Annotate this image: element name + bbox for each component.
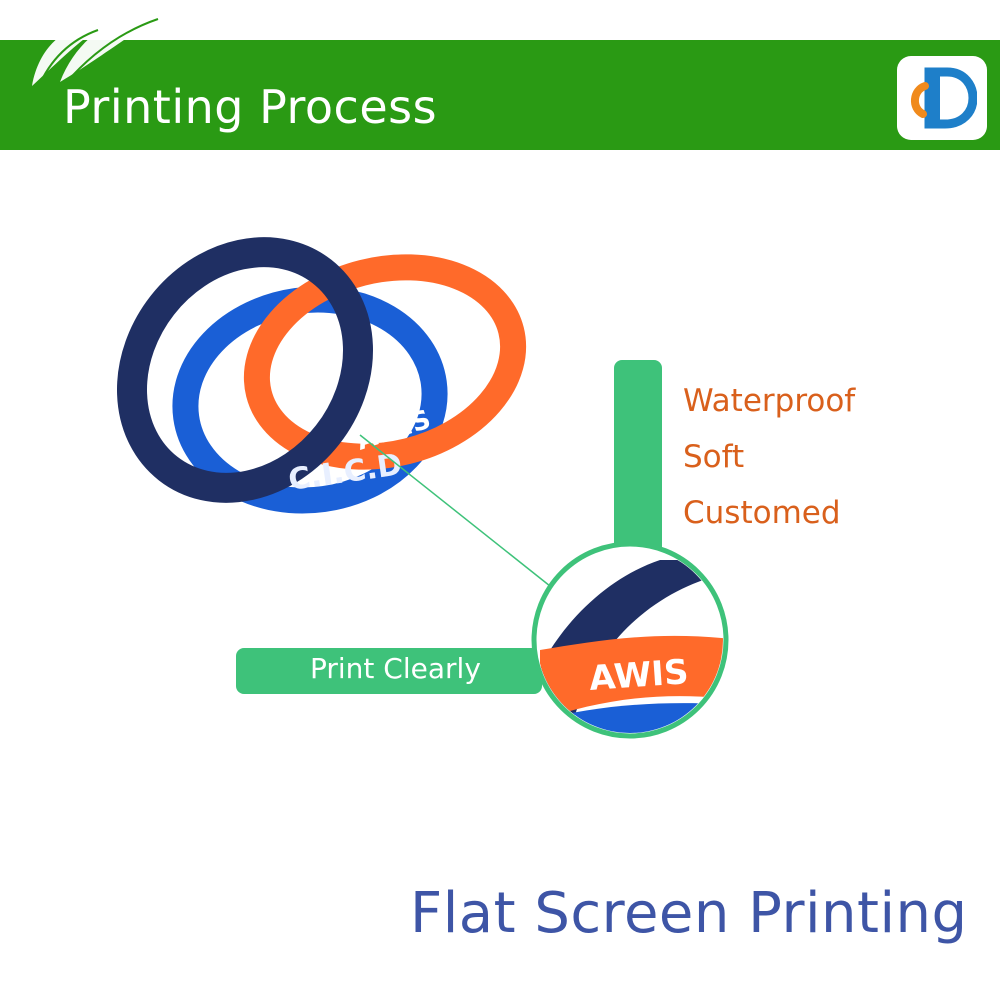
brand-logo-icon — [911, 67, 977, 129]
pointer-line — [359, 434, 556, 591]
print-clearly-label: Print Clearly — [310, 652, 481, 685]
print-clearly-pill — [236, 648, 542, 694]
footer-title: Flat Screen Printing — [410, 881, 968, 946]
feature-waterproof: Waterproof — [683, 383, 856, 419]
zoom-orange-text: AWIS — [588, 652, 690, 699]
green-vertical-pill — [614, 360, 662, 555]
orange-wristband — [243, 254, 527, 470]
header-bar — [0, 40, 1000, 150]
leaf-icon — [32, 14, 160, 89]
feature-customed: Customed — [683, 495, 841, 531]
feature-soft: Soft — [683, 439, 745, 475]
navy-wristband — [117, 237, 373, 503]
brand-logo-box — [897, 56, 987, 140]
page-title: Printing Process — [63, 80, 438, 134]
